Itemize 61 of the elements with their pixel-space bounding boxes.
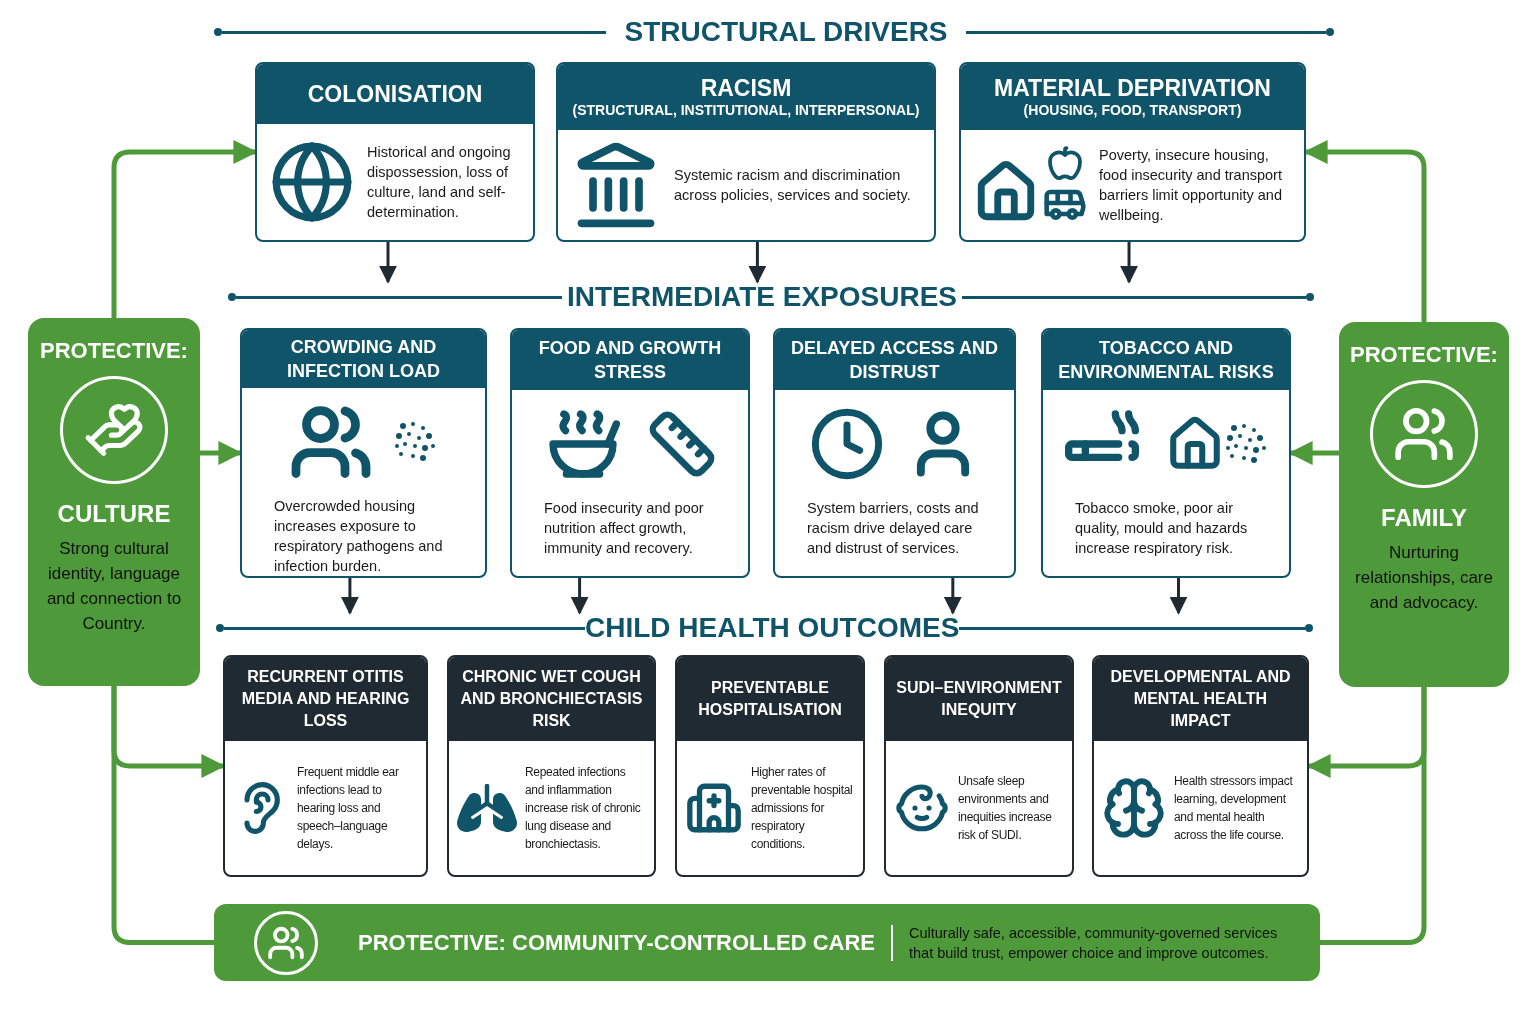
protective-banner — [214, 904, 1320, 981]
card-title: SUDI–ENVIRONMENT INEQUITY — [895, 678, 1063, 720]
card — [556, 62, 936, 242]
card-title: COLONISATION — [307, 81, 483, 107]
card-title: DELAYED ACCESS AND DISTRUST — [789, 337, 999, 384]
card-description: Health stressors impact learning, development and mental health across the life course. — [1174, 773, 1294, 844]
card — [959, 62, 1306, 242]
card-title: CROWDING AND INFECTION LOAD — [286, 336, 441, 383]
card-description: Higher rates of preventable hospital admissions for respiratory conditions. — [751, 764, 854, 853]
card — [223, 655, 428, 877]
card-description: Overcrowded housing increases exposure to respiratory pathogens and infection burden. — [273, 497, 444, 576]
section-heading: CHILD HEALTH OUTCOMES — [585, 613, 960, 643]
panel-label: PROTECTIVE: — [40, 338, 188, 364]
connector-line — [111, 686, 214, 945]
card-title: RECURRENT OTITIS MEDIA AND HEARING LOSS — [240, 667, 411, 731]
card-description: Frequent middle ear infections lead to hearing loss and speech–language delays. — [297, 764, 400, 853]
banner-title: PROTECTIVE: COMMUNITY-CONTROLLED CARE — [358, 929, 875, 956]
card-description: Poverty, insecure housing, food insecurity and transport barriers limit opportunity and wellbeing. — [1099, 146, 1283, 225]
panel-label: PROTECTIVE: — [1350, 342, 1498, 368]
panel-title: FAMILY — [1381, 504, 1467, 532]
card-title: MATERIAL DEPRIVATION — [994, 75, 1271, 101]
card-title: FOOD AND GROWTH STRESS — [537, 337, 723, 384]
arrow — [748, 242, 767, 284]
card — [1041, 328, 1291, 578]
arrow — [1120, 242, 1139, 284]
card-title: TOBACCO AND ENVIRONMENTAL RISKS — [1057, 337, 1275, 384]
card — [884, 655, 1074, 877]
card — [510, 328, 750, 578]
arrow — [570, 578, 589, 615]
arrow — [1169, 578, 1188, 615]
panel-title: CULTURE — [57, 500, 171, 528]
card-description: Unsafe sleep environments and inequities increase risk of SUDI. — [958, 773, 1053, 844]
card — [255, 62, 535, 242]
card-description: Tobacco smoke, poor air quality, mould and hazards increase respiratory risk. — [1074, 499, 1249, 558]
card-description: Repeated infections and inflammation increase risk of chronic lung disease and bronchiectasis. — [525, 764, 642, 853]
section-heading: INTERMEDIATE EXPOSURES — [567, 282, 957, 312]
card-description: Food insecurity and poor nutrition affect growth, immunity and recovery. — [543, 499, 705, 558]
section-heading: STRUCTURAL DRIVERS — [624, 17, 948, 47]
card — [773, 328, 1016, 578]
card-description: Historical and ongoing dispossession, loss of culture, land and self-determination. — [367, 143, 512, 222]
card-description: System barriers, costs and racism drive delayed care and distrust of services. — [806, 499, 980, 558]
card — [240, 328, 487, 578]
arrow — [379, 242, 397, 284]
banner-description: Culturally safe, accessible, community-governed services that build trust, empower choice and improve outcomes. — [909, 923, 1279, 963]
card-title: RACISM — [700, 75, 792, 101]
panel-description: Strong cultural identity, language and connection to Country. — [45, 538, 183, 635]
arrow — [943, 578, 962, 615]
card-title: DEVELOPMENTAL AND MENTAL HEALTH IMPACT — [1109, 667, 1292, 731]
card — [1092, 655, 1309, 877]
arrow — [340, 578, 359, 615]
card-subtitle: (HOUSING, FOOD, TRANSPORT) — [1023, 101, 1242, 119]
card-title: PREVENTABLE HOSPITALISATION — [697, 678, 843, 720]
connector-line — [1320, 687, 1427, 945]
card-title: CHRONIC WET COUGH AND BRONCHIECTASIS RISK — [459, 667, 644, 731]
panel-description: Nurturing relationships, care and advocacy. — [1354, 542, 1494, 614]
protective-panel — [28, 318, 200, 686]
card — [447, 655, 656, 877]
card-subtitle: (STRUCTURAL, INSTITUTIONAL, INTERPERSONAL) — [572, 101, 920, 119]
card-description: Systemic racism and discrimination across policies, services and society. — [674, 166, 912, 205]
card — [675, 655, 865, 877]
protective-panel — [1339, 322, 1509, 687]
